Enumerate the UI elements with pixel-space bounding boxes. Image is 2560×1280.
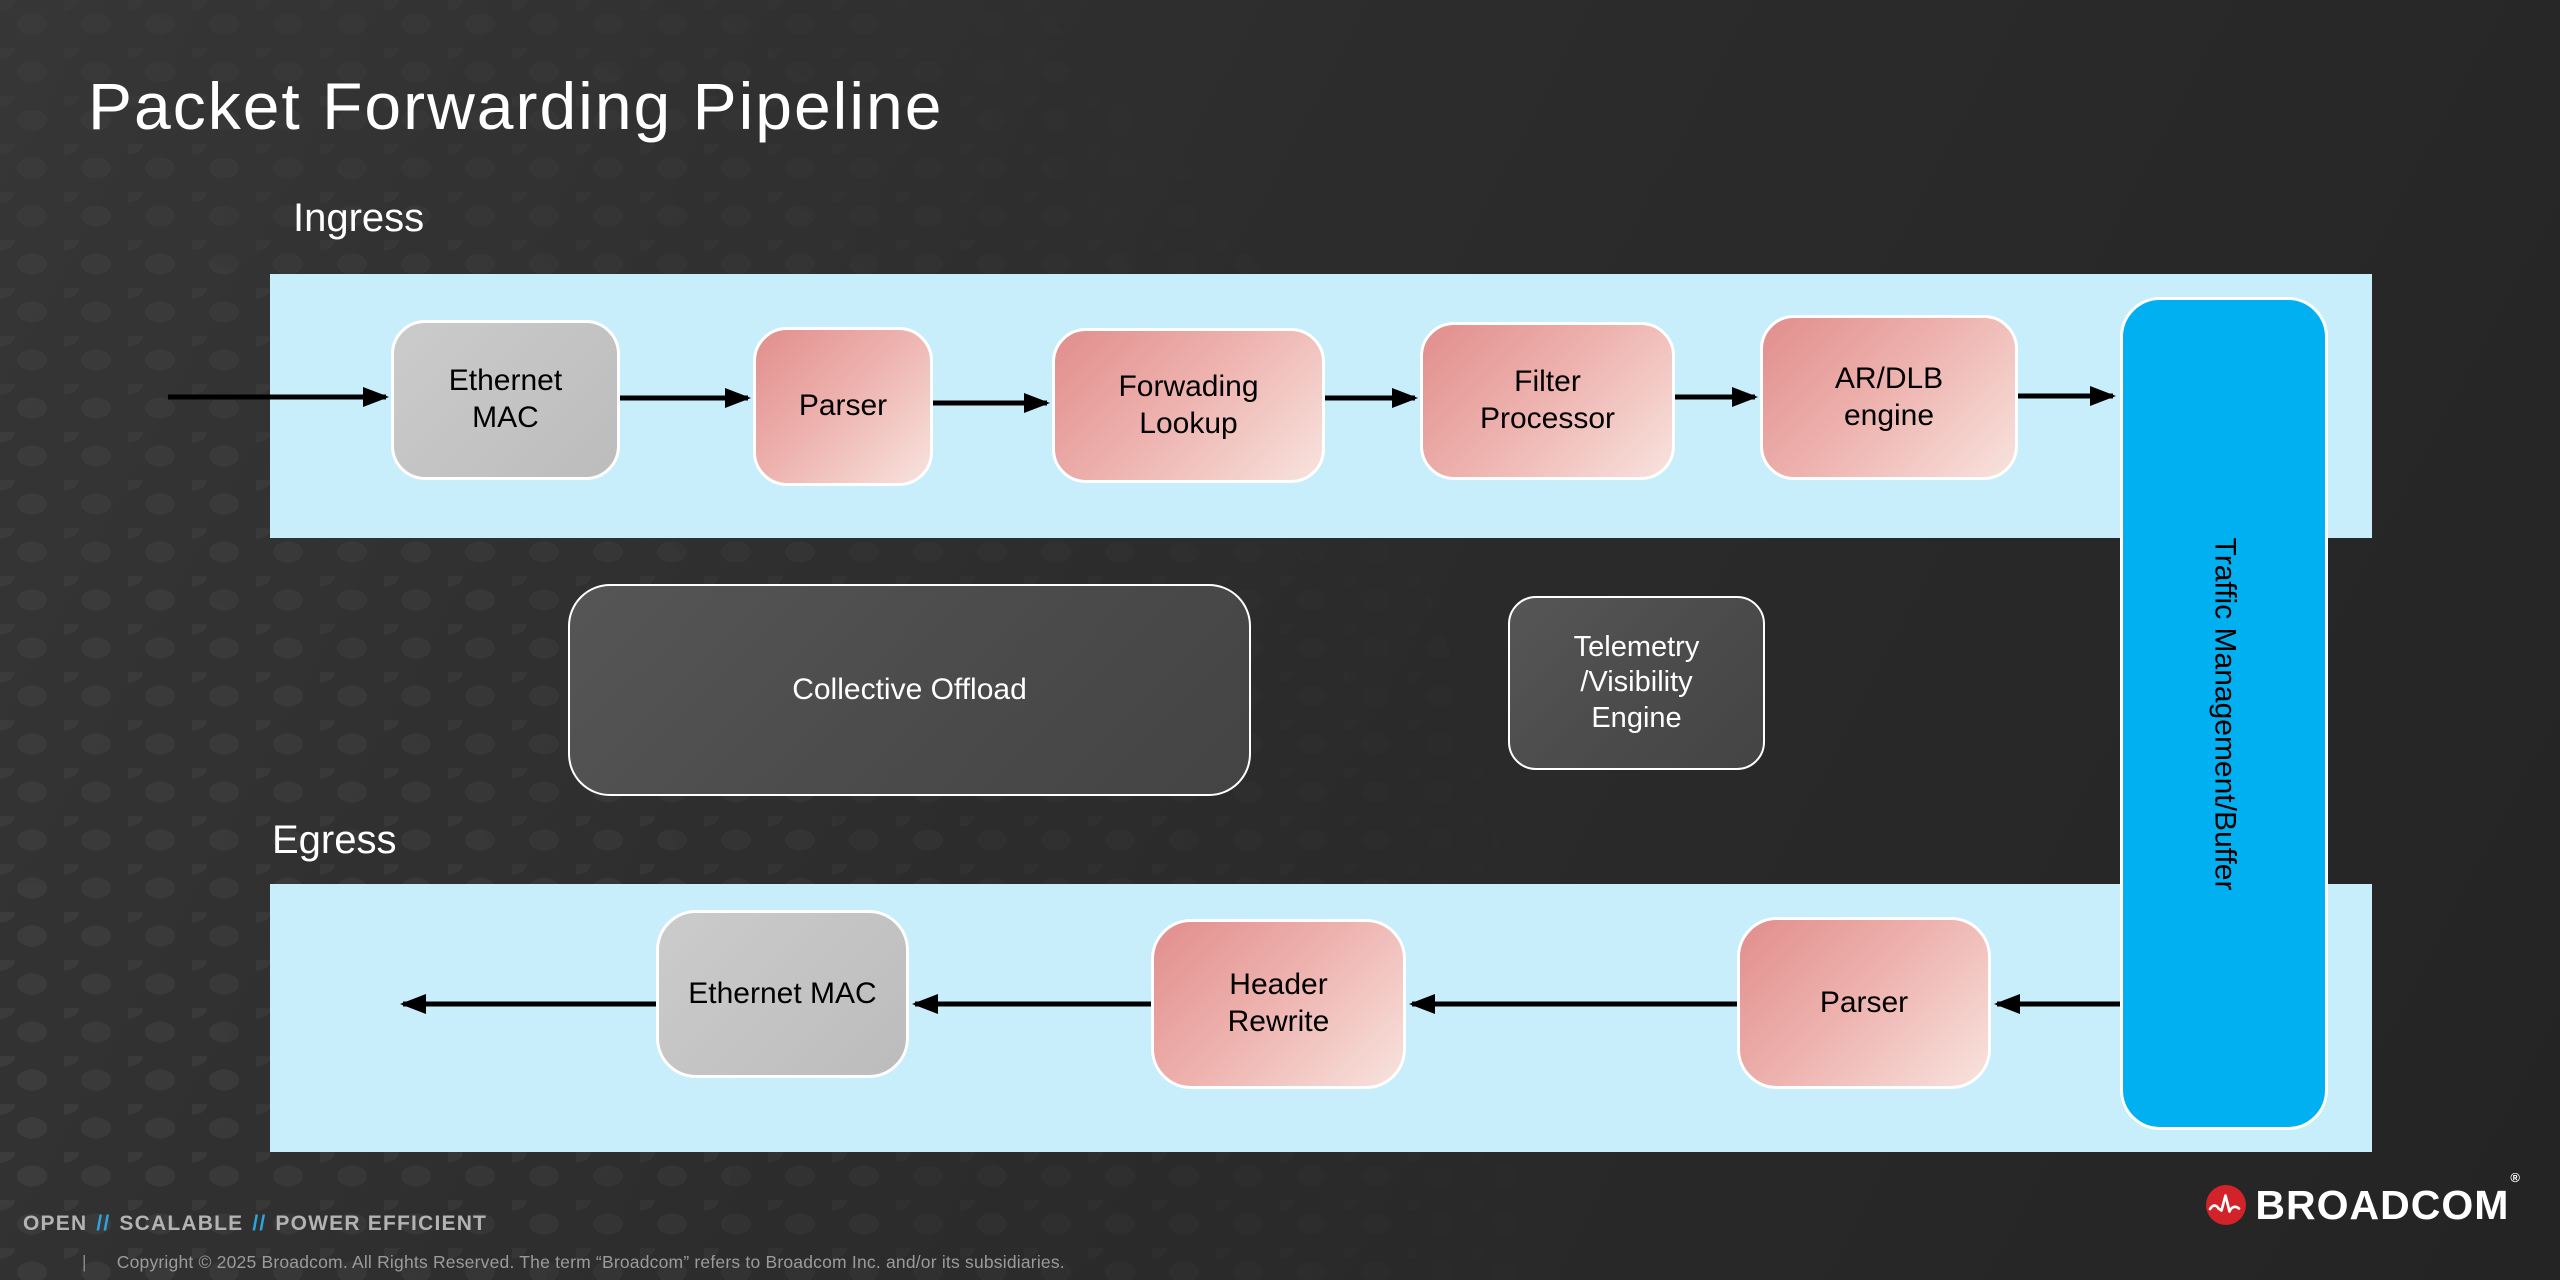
box-label: Parser bbox=[1819, 985, 1909, 1019]
tagline-slash-icon: // bbox=[96, 1212, 111, 1235]
box-telemetry-visibility-engine: Telemetry /Visibility Engine bbox=[1508, 596, 1765, 770]
box-forwarding-lookup: Forwading Lookup bbox=[1052, 328, 1325, 483]
box-label-vertical: Traffic Management/Buffer bbox=[2208, 537, 2242, 890]
footer-tagline: OPEN // SCALABLE // POWER EFFICIENT bbox=[23, 1212, 487, 1236]
box-label: Header Rewrite bbox=[1227, 968, 1330, 1038]
box-header-rewrite: Header Rewrite bbox=[1151, 919, 1406, 1089]
page-title: Packet Forwarding Pipeline bbox=[88, 69, 944, 143]
box-traffic-management-buffer: Traffic Management/Buffer bbox=[2120, 297, 2328, 1130]
box-label: Forwading Lookup bbox=[1118, 369, 1259, 440]
box-label: AR/DLB engine bbox=[1834, 361, 1944, 432]
tagline-open: OPEN bbox=[23, 1212, 88, 1235]
broadcom-logo: BROADCOM® bbox=[2205, 1171, 2520, 1228]
box-label: Ethernet MAC bbox=[688, 976, 877, 1010]
box-label: Filter Processor bbox=[1479, 365, 1616, 435]
box-parser-ingress: Parser bbox=[753, 327, 933, 486]
box-label: Ethernet MAC bbox=[448, 364, 563, 434]
box-ethernet-mac-ingress: Ethernet MAC bbox=[391, 320, 620, 480]
broadcom-pulse-icon bbox=[2206, 1185, 2247, 1225]
registered-trademark-symbol: ® bbox=[2510, 1169, 2521, 1185]
copyright-text: Copyright © 2025 Broadcom. All Rights Re… bbox=[116, 1252, 1065, 1272]
tagline-scalable: SCALABLE bbox=[119, 1212, 244, 1235]
box-parser-egress: Parser bbox=[1737, 917, 1991, 1089]
box-ethernet-mac-egress: Ethernet MAC bbox=[656, 910, 909, 1078]
box-label: Parser bbox=[798, 389, 888, 423]
egress-section-label: Egress bbox=[272, 818, 397, 862]
box-collective-offload: Collective Offload bbox=[568, 584, 1251, 796]
footer-pipe-divider: | bbox=[82, 1252, 87, 1272]
box-label: Collective Offload bbox=[792, 672, 1027, 706]
logo-wordmark: BROADCOM bbox=[2255, 1181, 2510, 1228]
box-ardlb-engine: AR/DLB engine bbox=[1760, 315, 2018, 480]
broadcom-logo-text: BROADCOM® bbox=[2255, 1171, 2520, 1228]
tagline-power-efficient: POWER EFFICIENT bbox=[275, 1212, 488, 1235]
ingress-section-label: Ingress bbox=[293, 196, 425, 240]
tagline-slash-icon: // bbox=[252, 1212, 267, 1235]
footer-copyright: | Copyright © 2025 Broadcom. All Rights … bbox=[82, 1252, 1065, 1273]
box-label: Telemetry /Visibility Engine bbox=[1573, 630, 1700, 734]
box-filter-processor: Filter Processor bbox=[1420, 322, 1675, 480]
